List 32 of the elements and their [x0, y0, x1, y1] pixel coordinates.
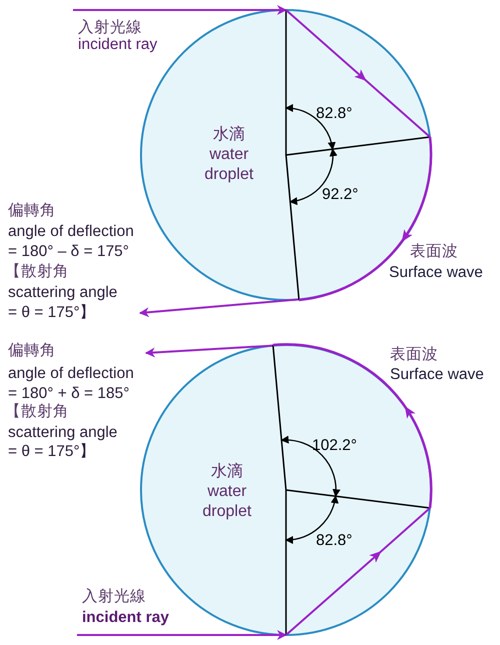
angle-value: 92.2°: [322, 186, 358, 204]
deflection-note: 偏轉角: [8, 342, 56, 360]
light-ray-arrow: [77, 630, 287, 640]
droplet-label: water droplet: [202, 482, 252, 522]
deflection-note: = 180° – δ = 175°: [8, 243, 130, 261]
deflection-note: 【散射角: [5, 403, 69, 421]
surface-wave-label: Surface wave: [390, 366, 484, 384]
ray-label: 入射光線: [78, 19, 142, 37]
droplet-label: water droplet: [204, 145, 254, 185]
deflection-note: scattering angle: [8, 284, 118, 302]
deflection-note: = θ = 175°】: [8, 304, 96, 322]
angle-value: 102.2°: [312, 437, 357, 455]
surface-wave-label: Surface wave: [389, 264, 483, 282]
light-ray-arrow: [73, 5, 287, 15]
ray-label: 入射光線: [82, 588, 146, 606]
deflection-note: 偏轉角: [8, 202, 56, 220]
droplet-label: 水滴: [212, 125, 246, 145]
deflection-note: = 180° + δ = 185°: [8, 385, 130, 403]
deflection-note: 【散射角: [5, 263, 69, 281]
droplet-label: 水滴: [210, 462, 244, 482]
angle-value: 82.8°: [316, 532, 352, 550]
deflection-note: scattering angle: [8, 424, 118, 442]
deflection-note: angle of deflection: [8, 223, 134, 241]
light-ray-arrow: [145, 344, 274, 358]
ray-label: incident ray: [82, 609, 169, 627]
light-ray-arrow: [139, 298, 299, 318]
deflection-note: angle of deflection: [8, 365, 134, 383]
ray-label: incident ray: [78, 36, 158, 54]
deflection-note: = θ = 175°】: [8, 443, 96, 461]
angle-value: 82.8°: [316, 105, 352, 123]
surface-wave-label: 表面波: [410, 243, 458, 261]
surface-wave-label: 表面波: [390, 346, 438, 364]
